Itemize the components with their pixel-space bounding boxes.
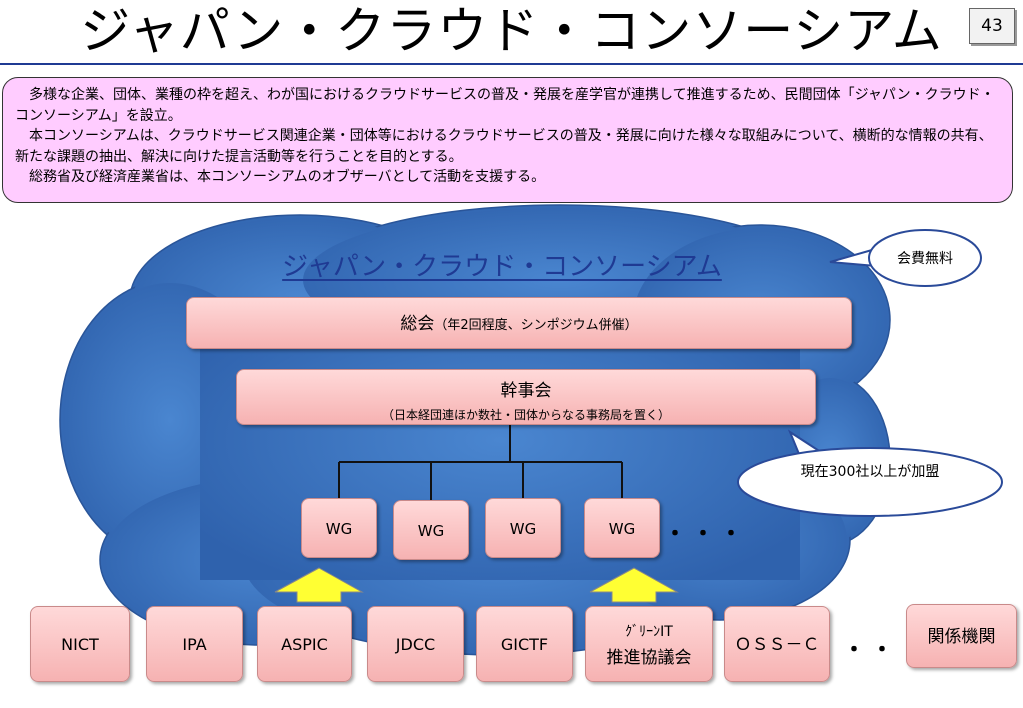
up-arrow-aspic: [274, 567, 364, 603]
org-box-ipa: IPA: [146, 606, 243, 682]
intro-box: 多様な企業、団体、業種の枠を超え、わが国におけるクラウドサービスの普及・発展を産…: [2, 77, 1013, 203]
wg-box: WG: [301, 498, 377, 558]
wg-box: WG: [393, 500, 469, 560]
org-box-green-it: ｸﾞﾘｰﾝIT 推進協議会: [585, 606, 713, 682]
org-box-related: 関係機関: [906, 604, 1017, 668]
general-meeting-box: 総会（年2回程度、シンポジウム併催）: [186, 297, 852, 349]
intro-paragraph-1: 多様な企業、団体、業種の枠を超え、わが国におけるクラウドサービスの普及・発展を産…: [15, 87, 995, 124]
general-meeting-label: 総会: [400, 314, 435, 334]
org-box-aspic: ASPIC: [257, 606, 352, 682]
up-arrow-green-it: [589, 567, 679, 603]
org-box-nict: NICT: [30, 606, 130, 682]
green-it-line2: 推進協議会: [606, 648, 692, 668]
wg-more-dots: ・・・: [664, 522, 749, 547]
org-box-oss-c: ＯＳＳ－Ｃ: [724, 606, 830, 682]
general-meeting-sub: （年2回程度、シンポジウム併催）: [434, 318, 638, 333]
page-number: 43: [969, 8, 1015, 44]
org-box-jdcc: JDCC: [367, 606, 464, 682]
title-divider: [0, 63, 1023, 65]
green-it-line1: ｸﾞﾘｰﾝIT: [625, 624, 673, 640]
executive-committee-sub: （日本経団連ほか数社・団体からなる事務局を置く）: [381, 408, 670, 422]
cloud-title: ジャパン・クラウド・コンソーシアム: [282, 252, 722, 282]
intro-paragraph-3: 総務省及び経済産業省は、本コンソーシアムのオブザーバとして活動を支援する。: [15, 169, 546, 185]
page-title: ジャパン・クラウド・コンソーシアム: [80, 2, 943, 60]
org-box-gictf: GICTF: [476, 606, 573, 682]
wg-box: WG: [485, 498, 561, 558]
wg-box: WG: [584, 498, 660, 558]
intro-paragraph-2: 本コンソーシアムは、クラウドサービス関連企業・団体等におけるクラウドサービスの普…: [15, 128, 993, 165]
executive-committee-box: 幹事会 （日本経団連ほか数社・団体からなる事務局を置く）: [236, 369, 816, 425]
callout-members-bubble: [737, 429, 1003, 517]
callout-members-text: 現在300社以上が加盟: [800, 464, 940, 480]
executive-committee-label: 幹事会: [500, 381, 552, 401]
connector-lines: [338, 425, 623, 500]
callout-fee-text: 会費無料: [897, 251, 953, 267]
callout-fee-bubble: [829, 229, 982, 287]
